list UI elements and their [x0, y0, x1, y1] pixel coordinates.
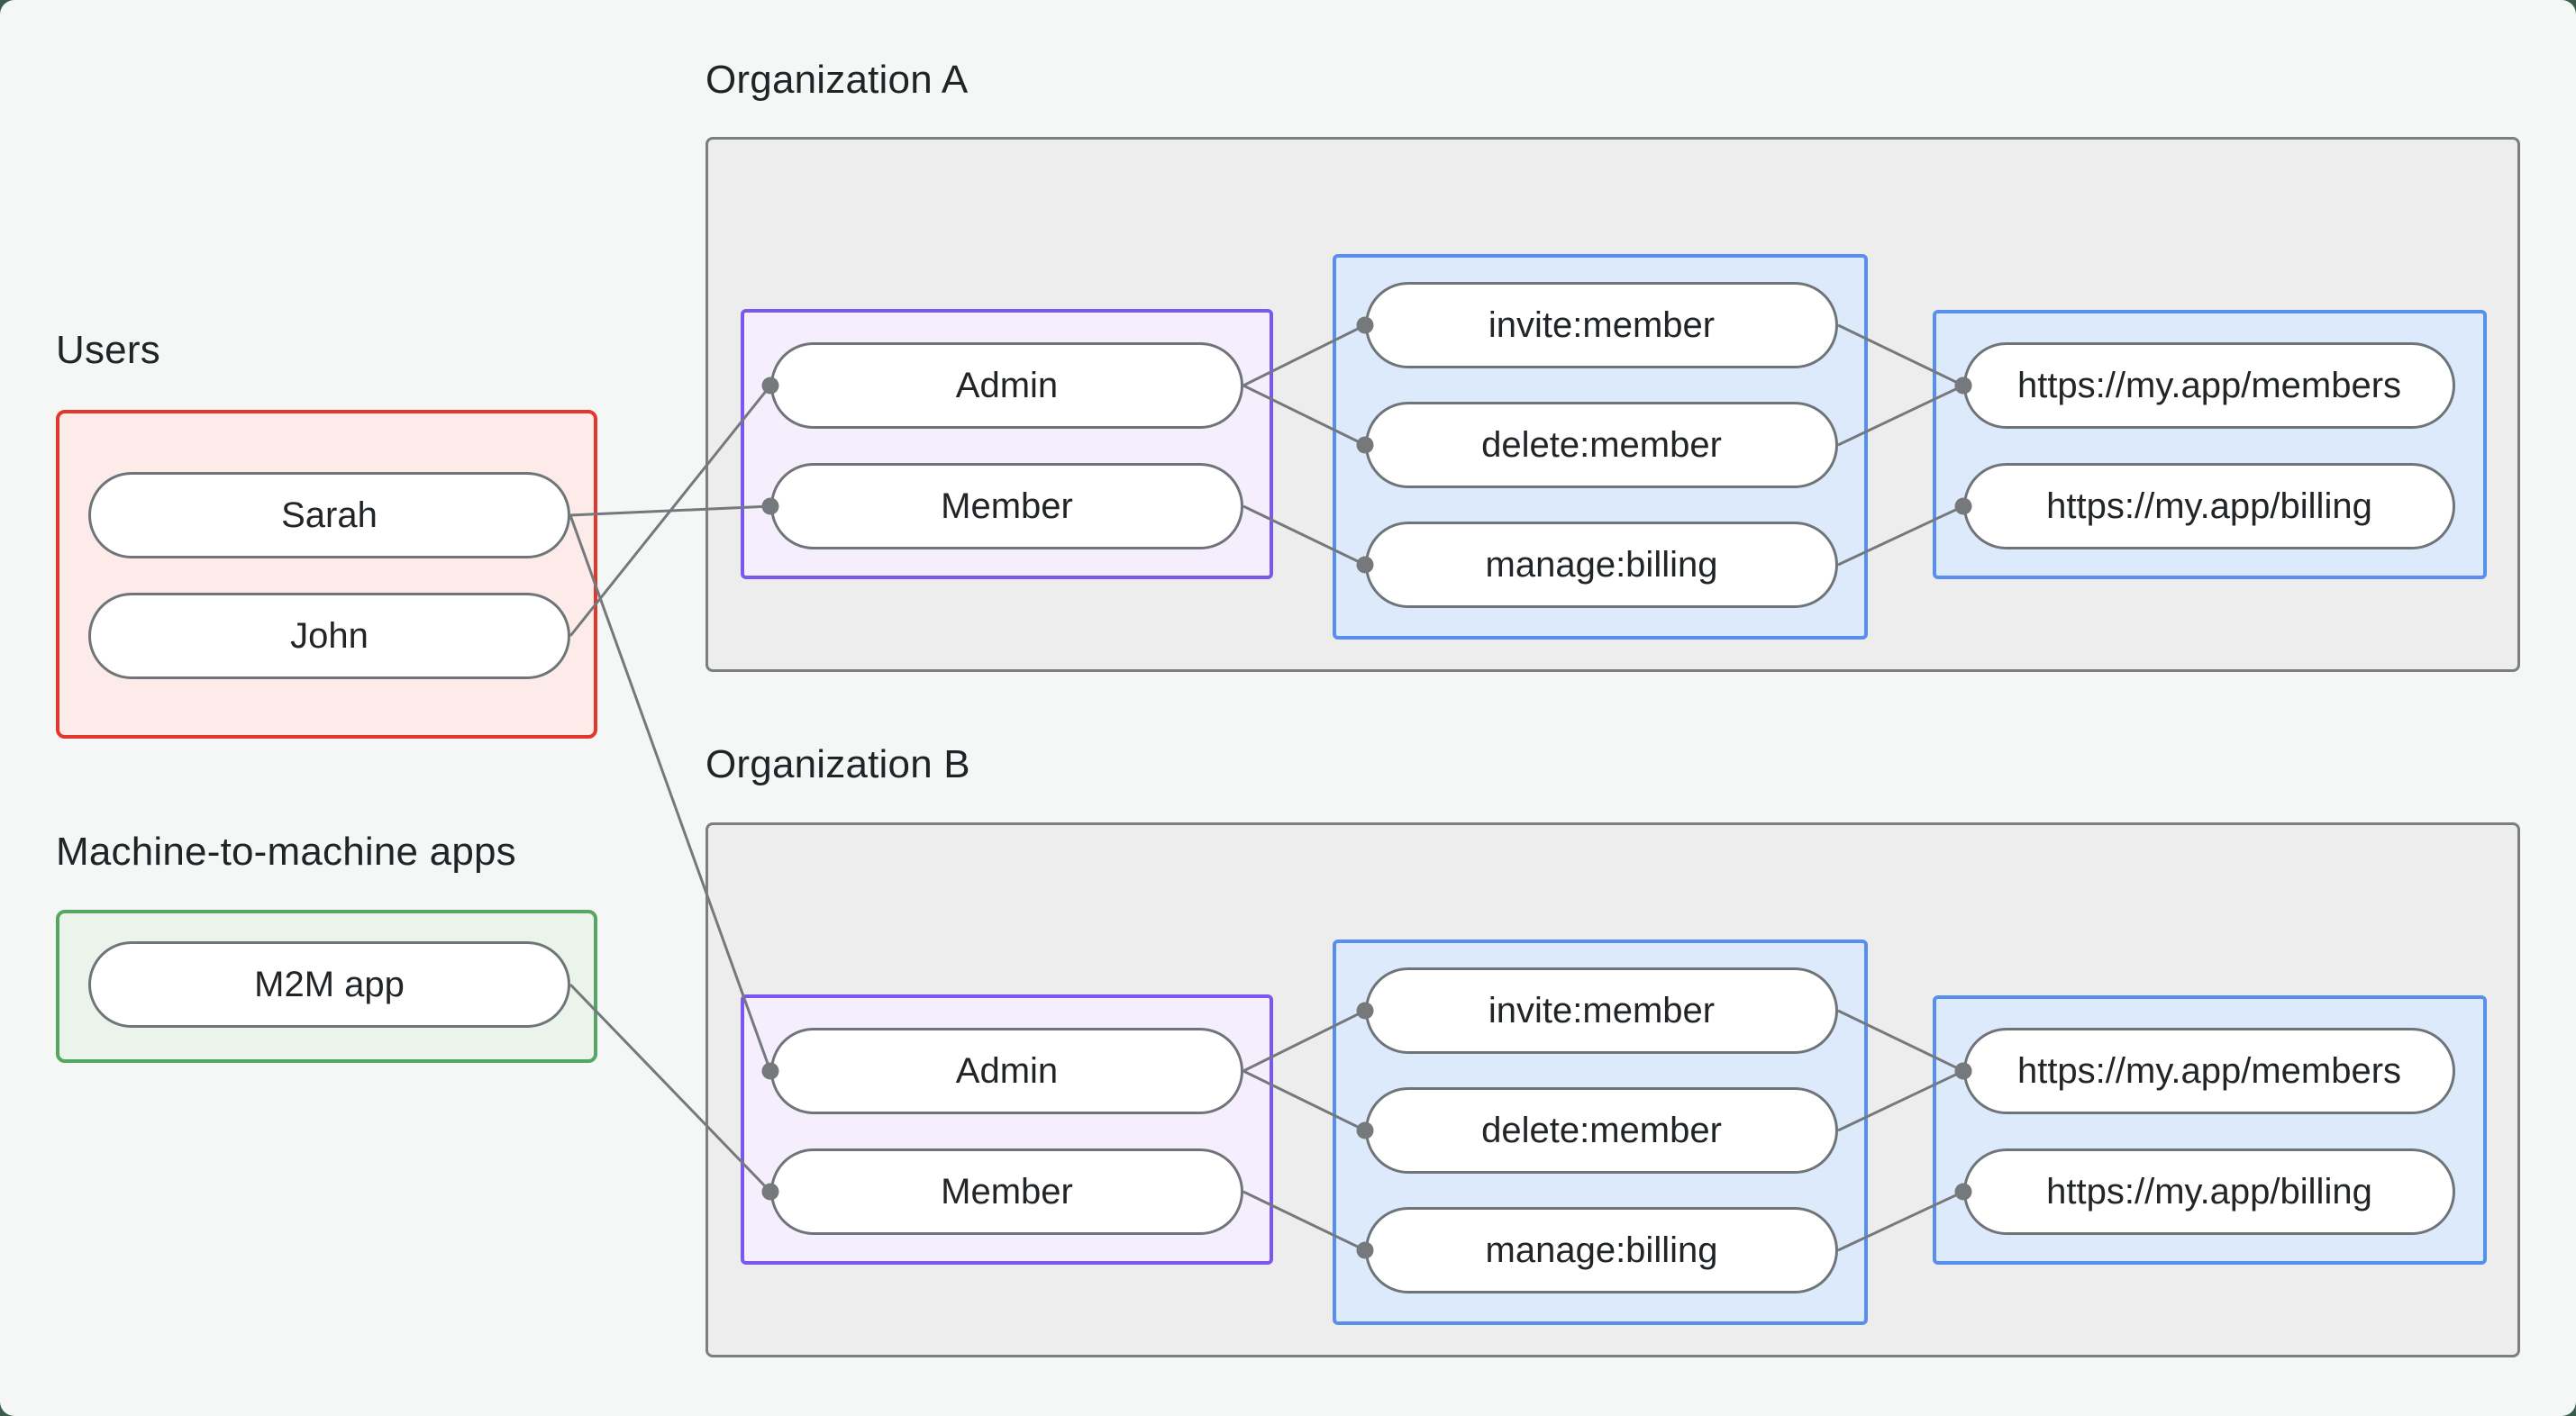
node-org-b-api-members: https://my.app/members	[1963, 1028, 2455, 1114]
users-group-box	[56, 410, 597, 739]
node-label: invite:member	[1488, 304, 1716, 345]
node-org-a-permission-delete-member: delete:member	[1365, 402, 1838, 488]
org-b-title: Organization B	[705, 742, 970, 786]
node-org-a-role-admin: Admin	[770, 342, 1243, 429]
node-label: Sarah	[281, 495, 378, 535]
node-org-b-permission-invite-member: invite:member	[1365, 967, 1838, 1054]
node-user-sarah: Sarah	[88, 472, 570, 558]
node-label: Admin	[955, 1050, 1059, 1091]
node-org-b-role-member: Member	[770, 1148, 1243, 1235]
node-org-b-api-billing: https://my.app/billing	[1963, 1148, 2455, 1235]
node-label: manage:billing	[1485, 544, 1718, 585]
node-label: delete:member	[1481, 1110, 1722, 1150]
node-org-a-api-billing: https://my.app/billing	[1963, 463, 2455, 549]
node-label: https://my.app/members	[2016, 365, 2402, 405]
node-org-a-permission-manage-billing: manage:billing	[1365, 522, 1838, 608]
node-org-b-permission-manage-billing: manage:billing	[1365, 1207, 1838, 1293]
node-org-a-api-members: https://my.app/members	[1963, 342, 2455, 429]
node-org-b-role-admin: Admin	[770, 1028, 1243, 1114]
node-label: M2M app	[254, 964, 405, 1004]
users-group-label: Users	[56, 328, 160, 372]
node-org-b-permission-delete-member: delete:member	[1365, 1087, 1838, 1174]
node-label: Admin	[955, 365, 1059, 405]
node-label: manage:billing	[1485, 1230, 1718, 1270]
node-label: https://my.app/members	[2016, 1050, 2402, 1091]
node-label: Member	[941, 1171, 1073, 1212]
node-org-a-permission-invite-member: invite:member	[1365, 282, 1838, 368]
org-a-title: Organization A	[705, 58, 969, 102]
node-label: https://my.app/billing	[2046, 1171, 2372, 1212]
node-label: John	[290, 615, 369, 656]
node-user-john: John	[88, 593, 570, 679]
node-org-a-role-member: Member	[770, 463, 1243, 549]
node-label: invite:member	[1488, 990, 1716, 1030]
node-label: Member	[941, 486, 1073, 526]
node-label: https://my.app/billing	[2046, 486, 2372, 526]
m2m-group-label: Machine-to-machine apps	[56, 830, 516, 874]
node-label: delete:member	[1481, 424, 1722, 465]
node-m2m-app: M2M app	[88, 941, 570, 1028]
